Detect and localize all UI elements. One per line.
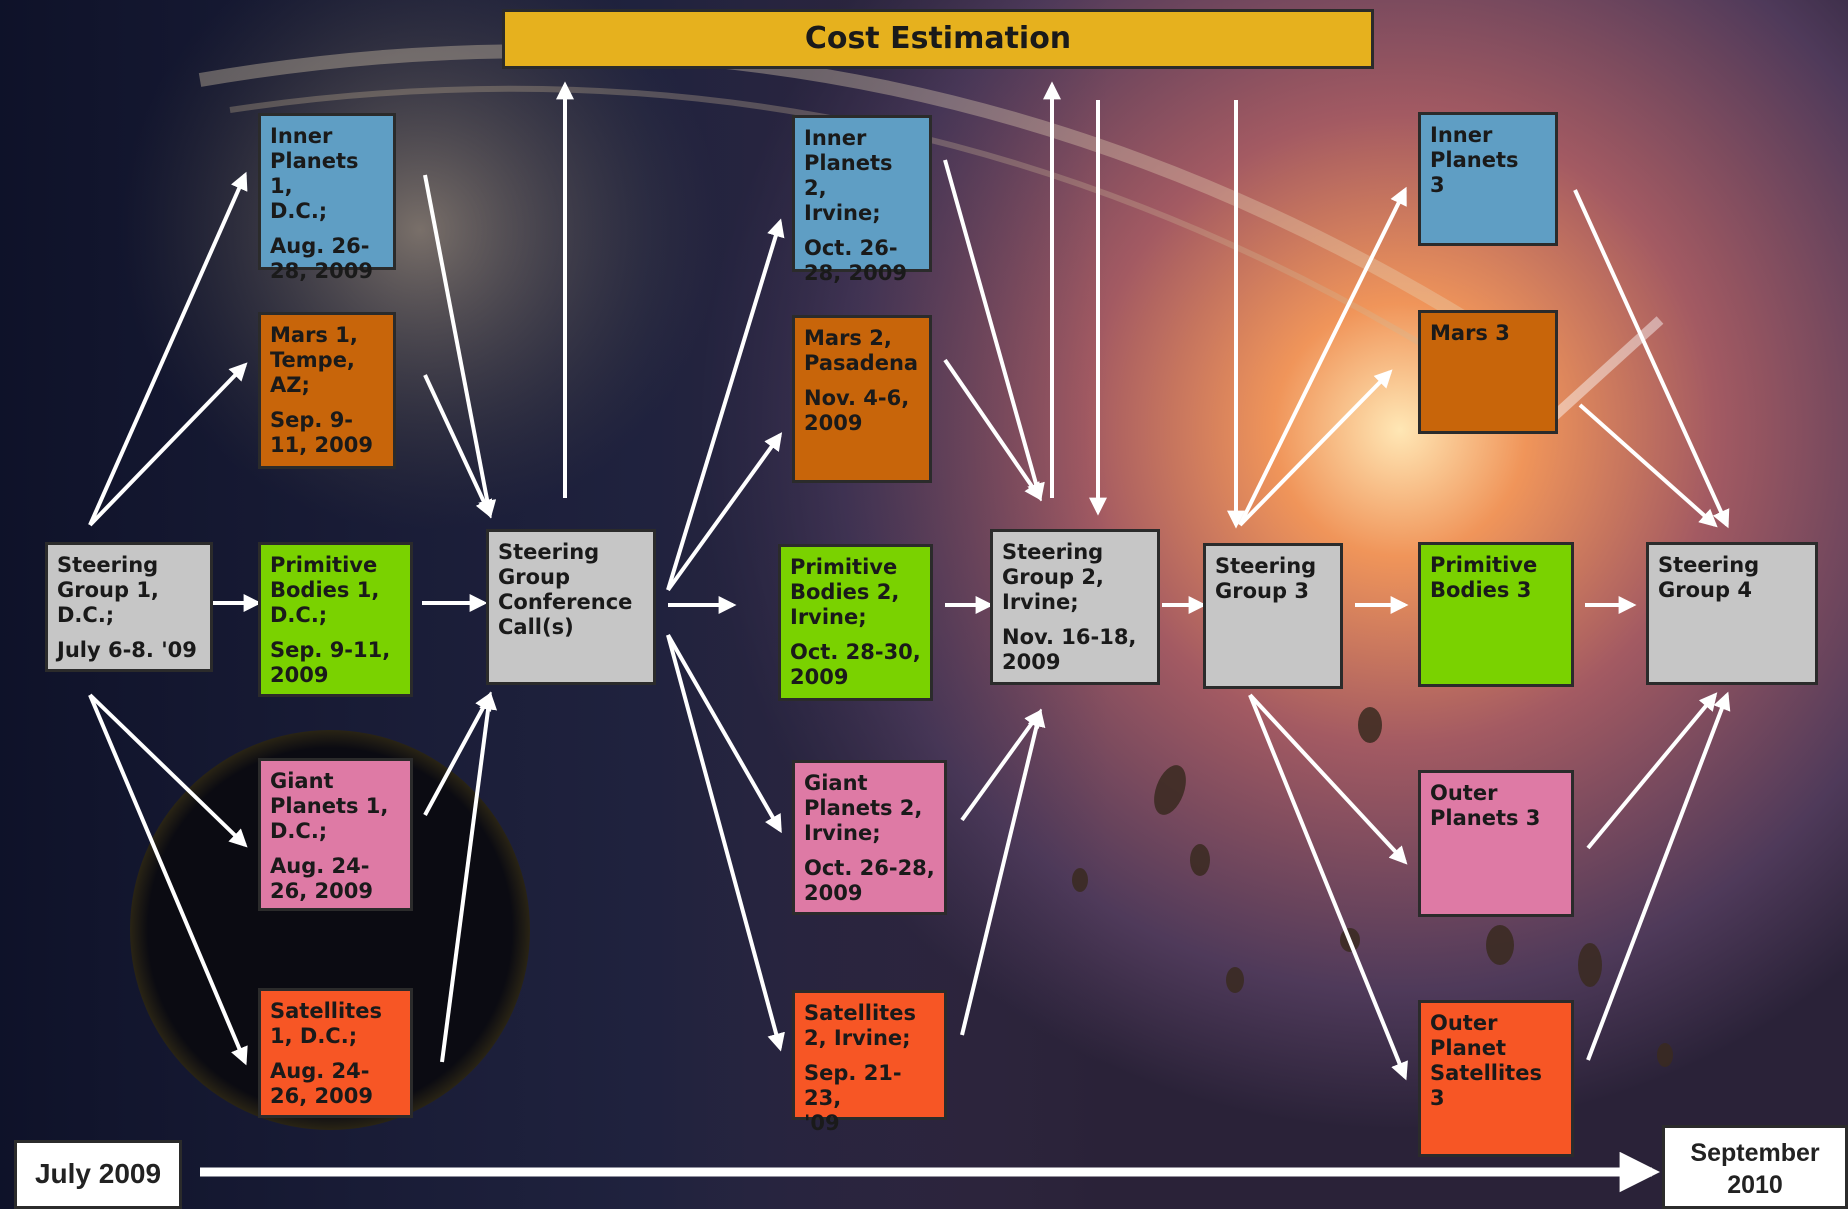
satellites-1-date: Aug. 24- 26, 2009 bbox=[270, 1059, 373, 1108]
primitive-bodies-2-box: Primitive Bodies 2, Irvine; Oct. 28-30, … bbox=[778, 544, 933, 701]
timeline-start-label: July 2009 bbox=[14, 1140, 182, 1209]
steering-group-2-title: Steering Group 2, Irvine; bbox=[1002, 540, 1104, 614]
inner-planets-3-title: Inner Planets 3 bbox=[1430, 123, 1519, 197]
steering-group-1-title: Steering Group 1, D.C.; bbox=[57, 553, 159, 627]
giant-planets-1-date: Aug. 24- 26, 2009 bbox=[270, 854, 373, 903]
arrow-mars1-sgcc bbox=[423, 374, 493, 519]
timeline-end-text: September 2010 bbox=[1690, 1139, 1820, 1199]
inner-planets-1-box: Inner Planets 1, D.C.; Aug. 26- 28, 2009 bbox=[258, 113, 396, 283]
satellites-2-date: Sep. 21-23, '09 bbox=[804, 1061, 902, 1135]
mars-1-title: Mars 1, Tempe, AZ; bbox=[270, 323, 358, 397]
primitive-bodies-3-box: Primitive Bodies 3 bbox=[1418, 542, 1574, 687]
arrow-sg1-ip1 bbox=[88, 171, 248, 526]
inner-planets-2-box: Inner Planets 2, Irvine; Oct. 26- 28, 20… bbox=[792, 115, 932, 285]
cost-estimation-bar: Cost Estimation bbox=[502, 9, 1374, 69]
mars-2-date: Nov. 4-6, 2009 bbox=[804, 386, 910, 435]
steering-group-3-box: Steering Group 3 bbox=[1203, 543, 1343, 689]
arrow-sg1-mars1 bbox=[88, 362, 248, 527]
steering-group-conference-call-box: Steering Group Conference Call(s) bbox=[486, 529, 656, 685]
arrow-sgcc-mars2 bbox=[666, 432, 783, 592]
outer-planet-satellites-3-title: Outer Planet Satellites 3 bbox=[1430, 1011, 1542, 1110]
arrow-gp1-sgcc bbox=[423, 691, 492, 816]
steering-group-4-box: Steering Group 4 bbox=[1646, 542, 1818, 685]
arrow-sgcc-ip2 bbox=[666, 218, 785, 591]
steering-group-1-box: Steering Group 1, D.C.; July 6-8. '09 bbox=[45, 542, 213, 672]
arrow-sg1-sat1 bbox=[88, 694, 248, 1066]
steering-group-4-title: Steering Group 4 bbox=[1658, 553, 1760, 602]
arrow-sat2-sg2 bbox=[960, 708, 1046, 1036]
inner-planets-1-title: Inner Planets 1, D.C.; bbox=[270, 124, 359, 223]
inner-planets-2-date: Oct. 26- 28, 2009 bbox=[804, 236, 907, 285]
giant-planets-1-box: Giant Planets 1, D.C.; Aug. 24- 26, 2009 bbox=[258, 758, 413, 911]
arrow-sgcc-gp2 bbox=[666, 634, 782, 834]
primitive-bodies-2-title: Primitive Bodies 2, Irvine; bbox=[790, 555, 900, 629]
arrow-sg3-ip3 bbox=[1238, 186, 1407, 526]
outer-planets-3-title: Outer Planets 3 bbox=[1430, 781, 1541, 830]
mars-1-box: Mars 1, Tempe, AZ; Sep. 9- 11, 2009 bbox=[258, 312, 396, 469]
arrow-sg1-gp1 bbox=[88, 693, 248, 848]
arrow-ops3-sg4 bbox=[1586, 691, 1731, 1061]
arrow-sgcc-sat2 bbox=[666, 634, 785, 1052]
mars-2-box: Mars 2, Pasadena Nov. 4-6, 2009 bbox=[792, 315, 932, 483]
satellites-2-box: Satellites 2, Irvine; Sep. 21-23, '09 bbox=[792, 990, 947, 1135]
arrow-op3-sg4 bbox=[1586, 692, 1718, 850]
primitive-bodies-1-date: Sep. 9-11, 2009 bbox=[270, 638, 391, 687]
timeline-end-label: September 2010 bbox=[1662, 1125, 1848, 1209]
primitive-bodies-1-box: Primitive Bodies 1, D.C.; Sep. 9-11, 200… bbox=[258, 542, 413, 697]
inner-planets-2-title: Inner Planets 2, Irvine; bbox=[804, 126, 893, 225]
satellites-1-title: Satellites 1, D.C.; bbox=[270, 999, 382, 1048]
arrow-sg3-op3 bbox=[1248, 693, 1408, 865]
inner-planets-1-date: Aug. 26- 28, 2009 bbox=[270, 234, 373, 283]
outer-planet-satellites-3-box: Outer Planet Satellites 3 bbox=[1418, 1000, 1574, 1157]
arrow-mars3-sg4 bbox=[1578, 403, 1718, 528]
mars-1-date: Sep. 9- 11, 2009 bbox=[270, 408, 373, 457]
steering-group-3-title: Steering Group 3 bbox=[1215, 554, 1317, 603]
giant-planets-2-box: Giant Planets 2, Irvine; Oct. 26-28, 200… bbox=[792, 760, 947, 915]
arrow-ip3-sg4 bbox=[1573, 189, 1730, 529]
satellites-1-box: Satellites 1, D.C.; Aug. 24- 26, 2009 bbox=[258, 988, 413, 1118]
arrow-sg3-ops3 bbox=[1248, 694, 1408, 1081]
outer-planets-3-box: Outer Planets 3 bbox=[1418, 770, 1574, 917]
primitive-bodies-1-title: Primitive Bodies 1, D.C.; bbox=[270, 553, 380, 627]
mars-3-box: Mars 3 bbox=[1418, 310, 1558, 434]
arrow-sat1-sgcc bbox=[440, 691, 498, 1063]
giant-planets-2-title: Giant Planets 2, Irvine; bbox=[804, 771, 923, 845]
steering-group-2-date: Nov. 16-18, 2009 bbox=[1002, 625, 1137, 674]
arrow-sg3-mars3 bbox=[1238, 369, 1393, 527]
satellites-2-title: Satellites 2, Irvine; bbox=[804, 1001, 916, 1050]
primitive-bodies-3-title: Primitive Bodies 3 bbox=[1430, 553, 1538, 602]
mars-2-title: Mars 2, Pasadena bbox=[804, 326, 919, 375]
inner-planets-3-box: Inner Planets 3 bbox=[1418, 112, 1558, 246]
giant-planets-2-date: Oct. 26-28, 2009 bbox=[804, 856, 935, 905]
arrow-mars2-sg2 bbox=[943, 358, 1043, 501]
giant-planets-1-title: Giant Planets 1, D.C.; bbox=[270, 769, 389, 843]
mars-3-title: Mars 3 bbox=[1430, 321, 1510, 345]
primitive-bodies-2-date: Oct. 28-30, 2009 bbox=[790, 640, 921, 689]
arrow-ip1-sgcc bbox=[423, 174, 497, 519]
arrow-gp2-sg2 bbox=[960, 709, 1043, 822]
steering-group-1-date: July 6-8. '09 bbox=[57, 638, 197, 662]
steering-group-conference-call-title: Steering Group Conference Call(s) bbox=[498, 540, 633, 639]
steering-group-2-box: Steering Group 2, Irvine; Nov. 16-18, 20… bbox=[990, 529, 1160, 685]
arrow-ip2-sg2 bbox=[943, 159, 1045, 502]
